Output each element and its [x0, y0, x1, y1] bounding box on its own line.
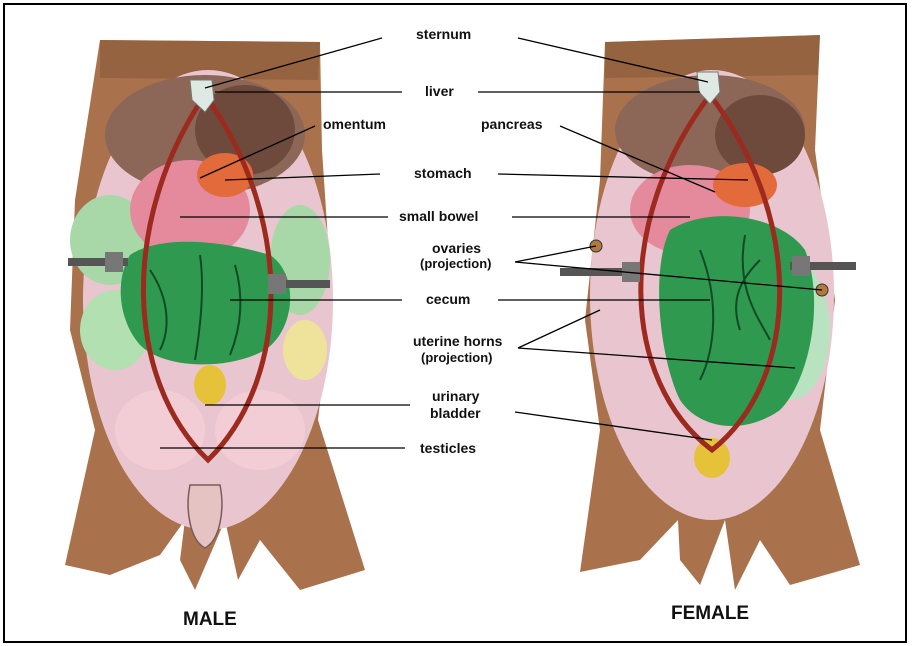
male-bladder [194, 365, 226, 405]
label-cecum: cecum [426, 291, 470, 307]
male-specimen [65, 40, 365, 590]
female-liver-dark [715, 95, 805, 175]
male-testicle-r [215, 390, 305, 470]
label-uterine-horns: uterine horns [413, 333, 502, 349]
label-ovaries-note: (projection) [420, 256, 492, 272]
label-urinary: urinary [432, 388, 479, 404]
label-omentum: omentum [323, 116, 386, 132]
caption-female: FEMALE [671, 606, 749, 622]
male-yellow-right [283, 320, 327, 380]
female-specimen [560, 35, 860, 590]
label-sternum: sternum [416, 26, 471, 42]
label-bladder: bladder [430, 405, 481, 421]
label-testicles: testicles [420, 440, 476, 456]
label-small-bowel: small bowel [399, 208, 478, 224]
label-ovaries: ovaries [432, 240, 481, 256]
label-stomach: stomach [414, 165, 472, 181]
label-uterine-horns-note: (projection) [421, 350, 493, 366]
caption-male: MALE [183, 612, 237, 628]
male-testicle-l [115, 390, 205, 470]
label-liver: liver [425, 83, 454, 99]
female-bladder [694, 438, 730, 478]
label-pancreas: pancreas [481, 116, 542, 132]
leader-ovary-l [515, 246, 596, 262]
